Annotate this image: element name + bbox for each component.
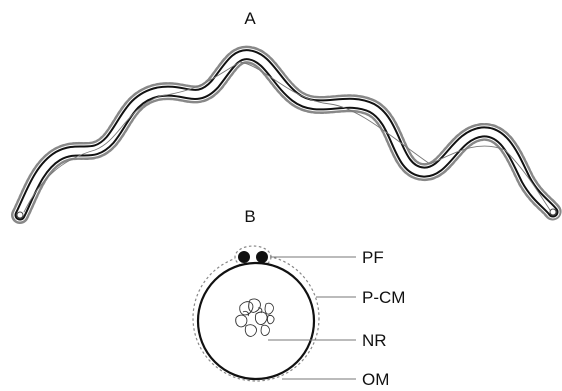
panel-a-label: A	[244, 9, 256, 28]
label-nr: NR	[362, 331, 387, 350]
label-om: OM	[362, 370, 389, 389]
flagellum-dot-right	[256, 251, 268, 263]
spirochete-longitudinal-view	[17, 55, 556, 218]
panel-b-label: B	[244, 207, 255, 226]
spirochete-cross-section	[193, 246, 356, 381]
label-pcm: P-CM	[362, 288, 405, 307]
label-pf: PF	[362, 248, 384, 267]
flagellum-dot-left	[238, 251, 250, 263]
